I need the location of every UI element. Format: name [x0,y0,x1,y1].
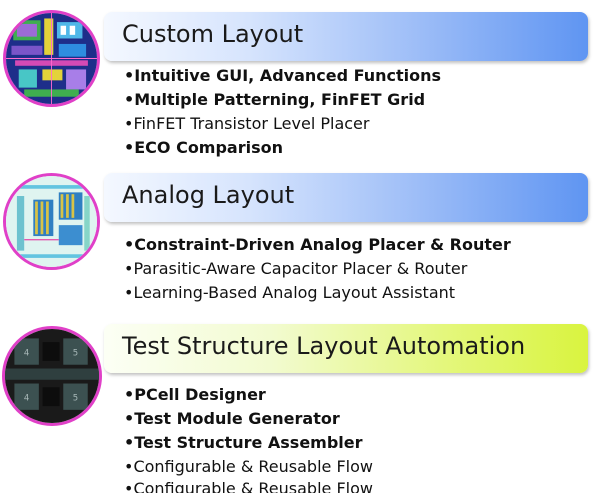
layout-image [6,13,97,104]
section-test-structure: Test Structure Layout Automation 4 5 4 5… [0,320,599,501]
bullet-item: •ECO Comparison [124,138,284,157]
section-analog-layout: Analog Layout •Constraint-Driven Analog … [0,170,599,320]
test-structure-thumbnail: 4 5 4 5 [2,326,102,426]
cell-label: 5 [73,347,78,357]
section-header-bar: Test Structure Layout Automation [104,324,588,373]
cell-label: 4 [24,347,29,357]
cell-label: 5 [73,392,78,402]
bullet-item: •Learning-Based Analog Layout Assistant [124,283,456,302]
section-custom-layout: Custom Layout •Intuitive GUI, Advanced F… [0,0,599,170]
bullet-item: •PCell Designer [124,385,266,404]
section-header-bar: Custom Layout [104,12,588,61]
section-title: Custom Layout [122,20,304,48]
section-header-bar: Analog Layout [104,173,588,222]
custom-layout-thumbnail [3,10,100,107]
bullet-item: •Test Structure Assembler [124,433,363,452]
bullet-item: •Intuitive GUI, Advanced Functions [124,66,442,85]
analog-layout-bullets: •Constraint-Driven Analog Placer & Route… [124,233,511,305]
section-title: Test Structure Layout Automation [122,332,526,360]
test-structure-bullets: •PCell Designer •Test Module Generator •… [124,383,373,493]
analog-layout-thumbnail [3,173,100,270]
bullet-item: •Constraint-Driven Analog Placer & Route… [124,235,511,254]
cell-label: 4 [24,392,29,402]
custom-layout-bullets: •Intuitive GUI, Advanced Functions •Mult… [124,64,441,160]
layout-image [6,176,97,267]
bullet-item: •Parasitic-Aware Capacitor Placer & Rout… [124,259,468,278]
bullet-item: •Test Module Generator [124,409,340,428]
section-title: Analog Layout [122,181,295,209]
bullet-item: •Configurable & Reusable Flow [124,457,373,476]
layout-image: 4 5 4 5 [5,329,99,423]
bullet-item: •Multiple Patterning, FinFET Grid [124,90,426,109]
bullet-item: •Configurable & Reusable Flow [124,479,373,493]
bullet-item: •FinFET Transistor Level Placer [124,114,370,133]
